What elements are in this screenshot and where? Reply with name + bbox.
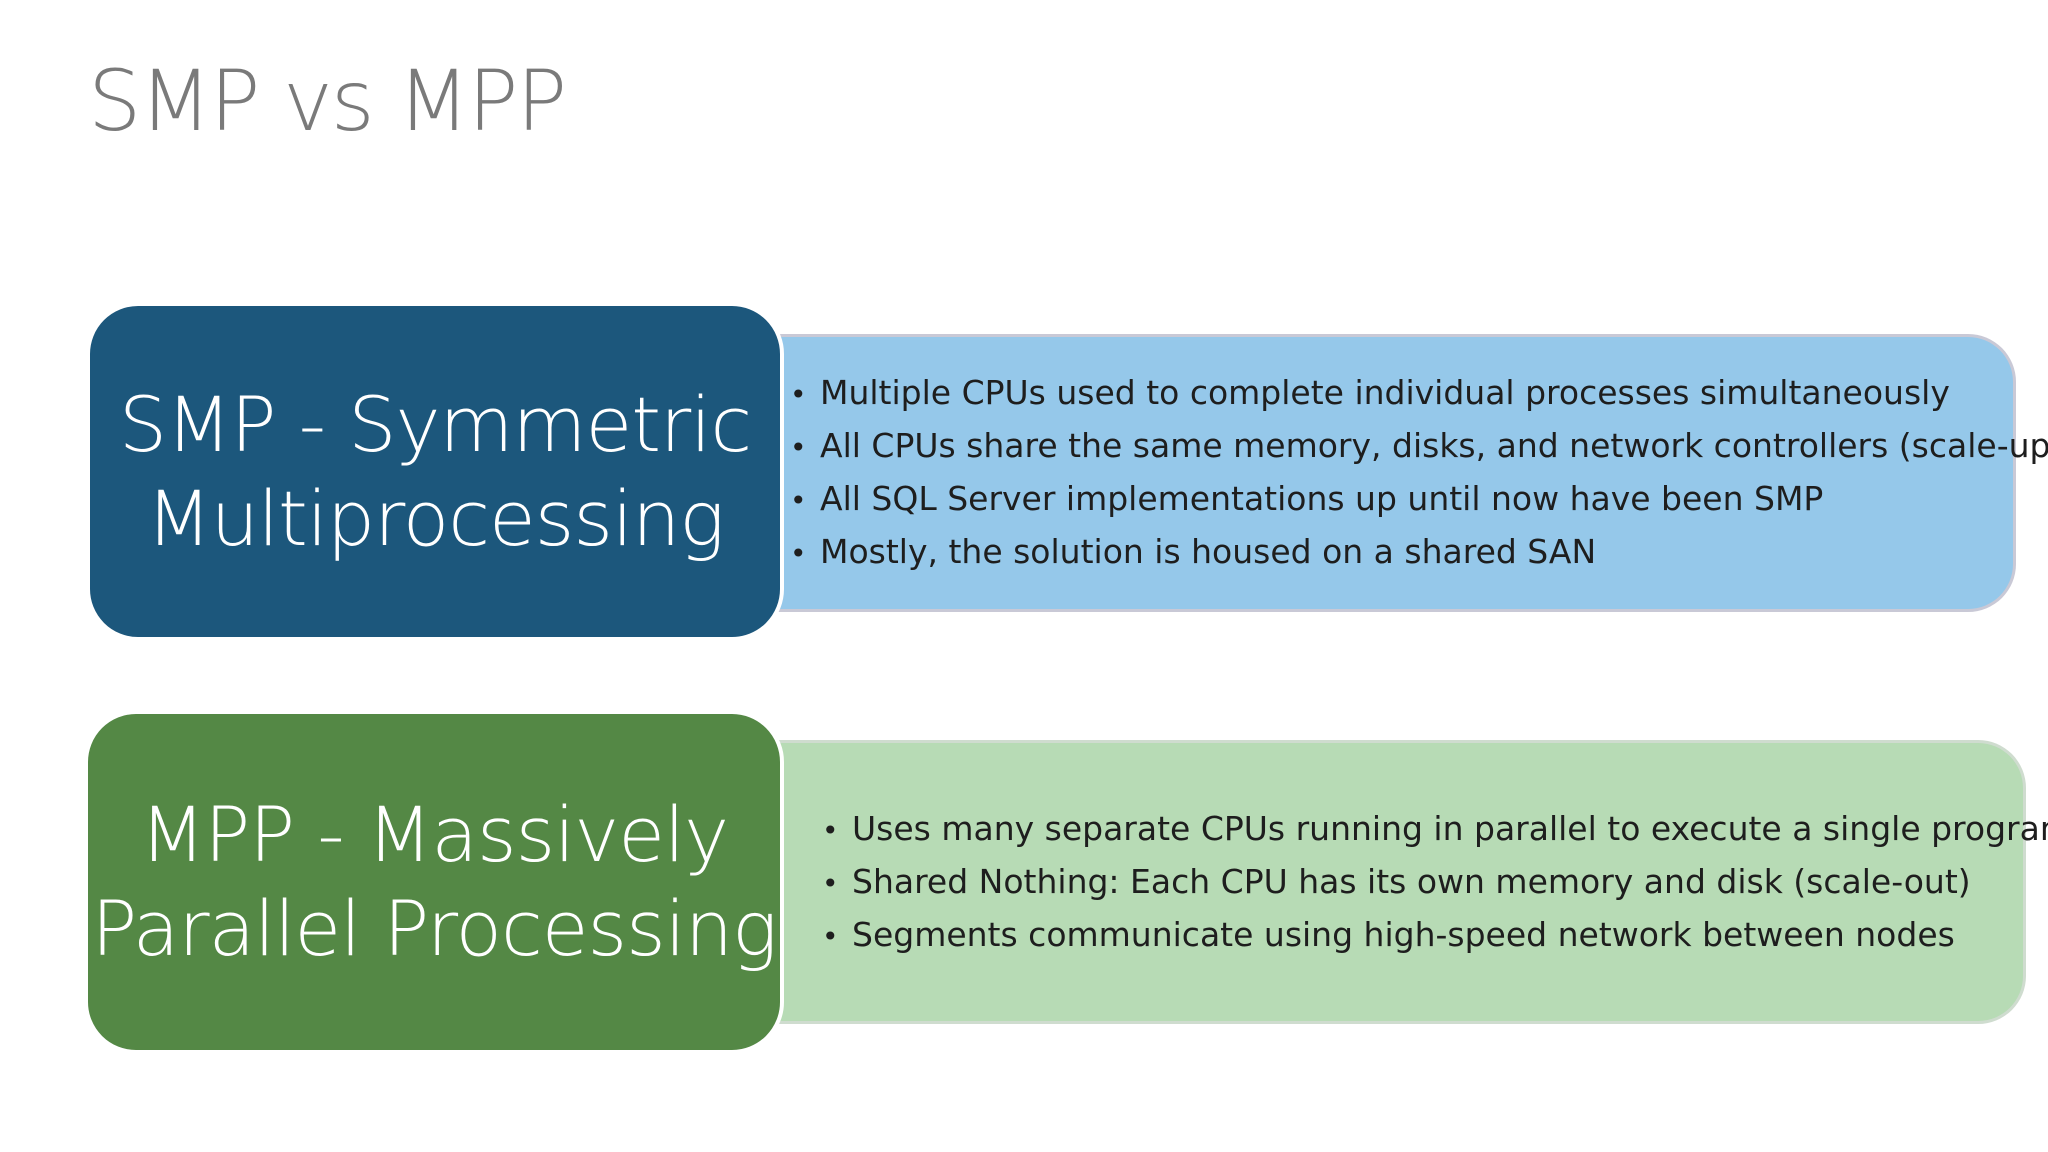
bullet-dot-icon: • xyxy=(790,484,807,517)
smp-bullet-text: All SQL Server implementations up until … xyxy=(820,479,1824,518)
smp-bullet-item: • All CPUs share the same memory, disks,… xyxy=(790,420,2048,473)
smp-label: SMP - Symmetric Multiprocessing xyxy=(118,378,752,566)
bullet-dot-icon: • xyxy=(822,866,839,900)
mpp-label-box: MPP - Massively Parallel Processing xyxy=(84,710,784,1054)
smp-bullet-text: All CPUs share the same memory, disks, a… xyxy=(820,426,2048,465)
smp-row: • Multiple CPUs used to complete individ… xyxy=(0,302,2048,641)
smp-bullet-item: • Multiple CPUs used to complete individ… xyxy=(790,367,2048,420)
smp-bullet-item: • Mostly, the solution is housed on a sh… xyxy=(790,526,2048,579)
smp-bullet-text: Multiple CPUs used to complete individua… xyxy=(820,373,1950,412)
mpp-bullet-item: • Uses many separate CPUs running in par… xyxy=(822,803,2048,856)
mpp-bullet-list: • Uses many separate CPUs running in par… xyxy=(822,803,2048,962)
smp-detail-panel: • Multiple CPUs used to complete individ… xyxy=(772,334,2048,612)
mpp-bullet-item: • Segments communicate using high-speed … xyxy=(822,909,2048,962)
smp-bullet-list: • Multiple CPUs used to complete individ… xyxy=(790,367,2048,579)
bullet-dot-icon: • xyxy=(790,537,807,570)
mpp-bullet-text: Segments communicate using high-speed ne… xyxy=(852,914,1955,954)
smp-label-line2: Multiprocessing xyxy=(146,473,725,563)
mpp-bullet-text: Shared Nothing: Each CPU has its own mem… xyxy=(852,861,1971,901)
mpp-label-line1: MPP - Massively xyxy=(139,790,729,879)
bullet-dot-icon: • xyxy=(790,431,807,464)
bullet-dot-icon: • xyxy=(822,813,839,847)
mpp-label-line2: Parallel Processing xyxy=(91,884,777,973)
mpp-label: MPP - Massively Parallel Processing xyxy=(91,788,777,976)
smp-label-line1: SMP - Symmetric xyxy=(118,379,752,469)
slide-title: SMP vs MPP xyxy=(88,52,567,150)
bullet-dot-icon: • xyxy=(822,919,839,953)
mpp-detail-panel: • Uses many separate CPUs running in par… xyxy=(772,740,2048,1024)
smp-label-box: SMP - Symmetric Multiprocessing xyxy=(86,302,784,641)
smp-bullet-item: • All SQL Server implementations up unti… xyxy=(790,473,2048,526)
bullet-dot-icon: • xyxy=(790,378,807,411)
mpp-row: • Uses many separate CPUs running in par… xyxy=(0,710,2048,1054)
mpp-bullet-text: Uses many separate CPUs running in paral… xyxy=(852,808,2048,848)
smp-bullet-text: Mostly, the solution is housed on a shar… xyxy=(820,532,1597,571)
mpp-bullet-item: • Shared Nothing: Each CPU has its own m… xyxy=(822,856,2048,909)
